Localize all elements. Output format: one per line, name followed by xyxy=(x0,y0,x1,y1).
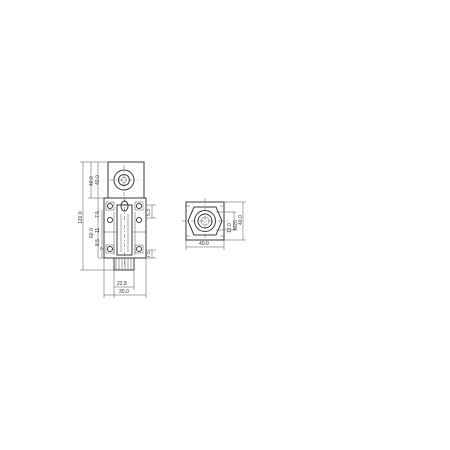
dim-total-height: 120.0 xyxy=(78,211,84,224)
dim-right-7-5: 7.5 xyxy=(146,251,152,258)
dim-right-5-3: 5.3 xyxy=(146,209,152,216)
side-dim-40-height: 40.0 xyxy=(238,215,244,225)
dim-inner-2: 2 xyxy=(100,247,106,250)
right-dimensions xyxy=(146,204,156,259)
dim-inner-8-5: 8.5 xyxy=(95,239,101,246)
side-dimensions xyxy=(185,201,246,250)
center-slot xyxy=(116,204,133,256)
dim-inner-60: 60.0 xyxy=(89,228,95,238)
dim-head-height: 40.0 xyxy=(89,176,95,186)
left-dimensions xyxy=(80,161,114,271)
mounting-holes xyxy=(105,201,144,254)
dim-bottom-22-8: 22.8 xyxy=(117,281,127,287)
main-body xyxy=(103,197,147,259)
bottom-dimensions xyxy=(103,258,147,298)
cable-gland xyxy=(113,257,135,271)
dim-head-inner: 40.0 xyxy=(95,175,101,185)
side-dim-13: 13.0 xyxy=(227,223,233,233)
dim-inner-7-5: 7.5 xyxy=(95,211,101,218)
side-view: 13.0 M20 40.0 40.0 xyxy=(182,198,246,250)
side-dim-40-width: 40.0 xyxy=(199,241,209,247)
dim-bottom-30: 30.0 xyxy=(119,289,129,295)
side-dim-m20: M20 xyxy=(233,220,239,230)
dim-inner-11: 11 xyxy=(95,228,101,233)
front-view: 40.0 120.0 40.0 7.5 60.0 11 8.5 2 5.3 7.… xyxy=(78,161,156,298)
